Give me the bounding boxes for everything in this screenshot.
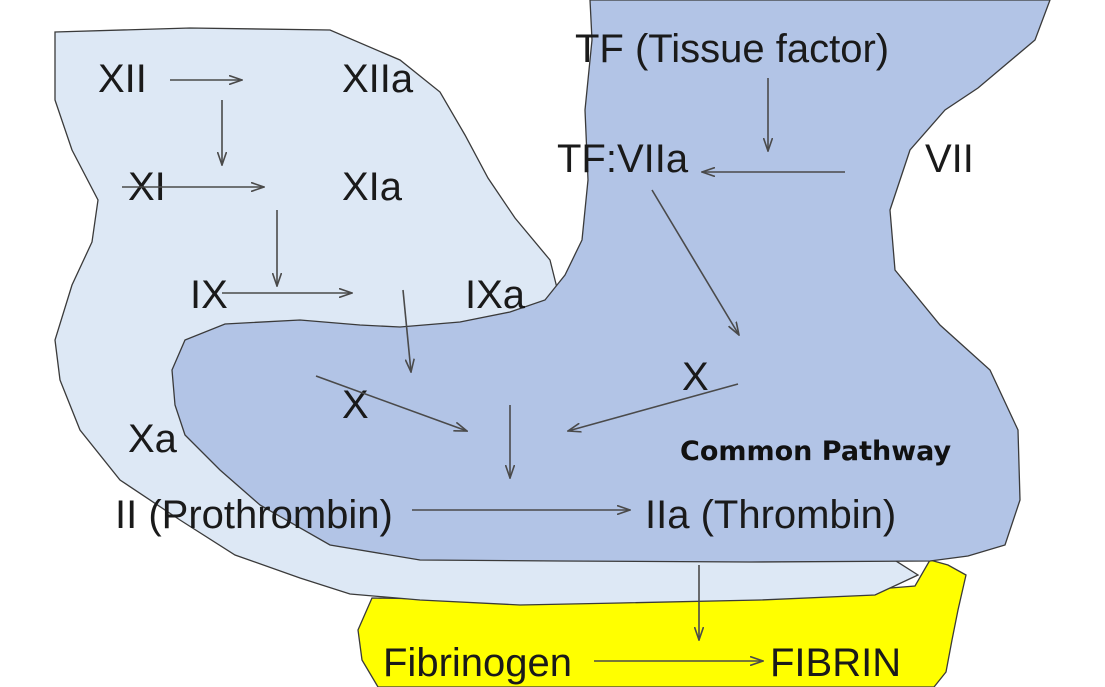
factor-xia-label: XIa — [342, 165, 403, 209]
arrow-x-to-xa-intrinsic — [315, 375, 467, 431]
fibrin-label: FIBRIN — [770, 641, 901, 685]
factor-xa-label: Xa — [128, 417, 178, 461]
arrow-x-to-xa-extrinsic — [568, 383, 739, 431]
factor-xii-label: XII — [98, 57, 147, 101]
arrow-ixa-down — [402, 289, 411, 372]
tissue-factor-label: TF (Tissue factor) — [575, 27, 889, 71]
factor-ix-label: IX — [190, 273, 228, 317]
prothrombin-label: II (Prothrombin) — [115, 493, 393, 537]
thrombin-label: IIa (Thrombin) — [645, 493, 896, 537]
fibrinogen-label: Fibrinogen — [383, 641, 572, 685]
common-pathway-label: Common Pathway — [680, 436, 952, 467]
arrow-tf-viia-to-x — [651, 189, 739, 335]
factor-ixa-label: IXa — [465, 273, 526, 317]
factor-xiia-label: XIIa — [342, 57, 414, 101]
factor-vii-label: VII — [925, 137, 974, 181]
tf-viia-complex-label: TF:VIIa — [557, 137, 689, 181]
factor-x-extrinsic-label: X — [682, 355, 709, 399]
extrinsic-common-pathway-region — [171, 0, 1051, 563]
